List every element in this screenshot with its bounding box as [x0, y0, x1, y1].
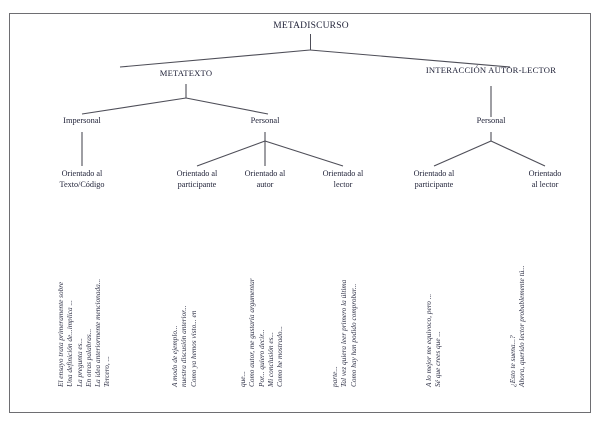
example-phrase: En otras palabras...	[83, 328, 93, 387]
examples-autor: que... Como autor, me gustaría argumenta…	[238, 217, 284, 387]
example-phrase: Por... quiero decir...	[256, 329, 266, 387]
node-impersonal: Impersonal	[63, 116, 101, 125]
examples-participante-1: A modo de ejemplo... nuestra discusión a…	[170, 217, 198, 387]
example-phrase: Como hay han podido comprobar...	[348, 283, 358, 387]
example-phrase: nuestra discusión anterior...	[179, 305, 189, 387]
node-personal-metatexto: Personal	[250, 116, 280, 125]
example-phrase: ¿Esto te suena...?	[508, 335, 517, 387]
examples-participante-2: A lo mejor me equivoco, pero ... Sé que …	[424, 217, 443, 387]
example-phrase: El ensayo trata primeramente sobre	[56, 281, 65, 387]
example-phrase: Como autor, me gustaría argumentar	[247, 278, 257, 387]
leaf-autor-line2: autor	[256, 179, 274, 189]
connector-root-stem	[310, 34, 311, 50]
example-phrase: parte...	[330, 366, 339, 387]
leaf-lector-2-line2: al lector	[531, 179, 559, 189]
leaf-texto-codigo: Orientado al Texto/Código	[45, 169, 119, 190]
example-phrase: A modo de ejemplo...	[170, 325, 179, 387]
leaf-texto-codigo-line2: Texto/Código	[59, 179, 105, 189]
leaf-participante-1-line1: Orientado al	[176, 169, 218, 178]
leaf-lector-1-line2: lector	[333, 179, 353, 189]
node-metatexto: METATEXTO	[159, 68, 213, 78]
leaf-autor: Orientado al autor	[228, 169, 302, 190]
example-phrase: Ahora, querido lector probablemente tú..…	[517, 265, 527, 387]
example-phrase: Tercero, ...	[102, 355, 112, 387]
node-personal-interaccion: Personal	[476, 116, 506, 125]
leaf-lector-1: Orientado al lector	[306, 169, 380, 190]
example-phrase: que...	[238, 370, 247, 387]
leaf-lector-2-line1: Orientado	[528, 169, 562, 178]
leaf-participante-1-line2: participante	[177, 179, 217, 189]
example-phrase: Como he mostrado...	[275, 325, 285, 387]
node-interaccion-autor-lector: INTERACCIÓN AUTOR-LECTOR	[425, 65, 557, 75]
leaf-texto-codigo-line1: Orientado al	[61, 169, 103, 178]
example-phrase: Mi conclusión es...	[265, 332, 275, 387]
example-phrase: La pregunta es...	[74, 338, 84, 387]
leaf-participante-2: Orientado al participante	[397, 169, 471, 190]
leaf-participante-2-line1: Orientado al	[413, 169, 455, 178]
leaf-autor-line1: Orientado al	[244, 169, 286, 178]
leaf-lector-1-line1: Orientado al	[322, 169, 364, 178]
example-phrase: Tal vez quiera leer primero la última	[339, 279, 349, 387]
diagram-frame: METADISCURSO METATEXTO INTERACCIÓN AUTOR…	[9, 13, 591, 413]
leaf-lector-2: Orientado al lector	[508, 169, 582, 190]
examples-lector-2: ¿Esto te suena...? Ahora, querido lector…	[508, 217, 527, 387]
example-phrase: A lo mejor me equivoco, pero ...	[424, 293, 433, 387]
examples-texto-codigo: El ensayo trata primeramente sobre Una d…	[56, 217, 112, 387]
example-phrase: Una definición de...implica ...	[65, 300, 75, 387]
examples-lector-1: parte... Tal vez quiera leer primero la …	[330, 217, 358, 387]
leaf-participante-2-line2: participante	[414, 179, 454, 189]
node-metadiscurso: METADISCURSO	[273, 21, 349, 31]
example-phrase: Como ya hemos visto... en	[188, 310, 198, 387]
leaf-participante-1: Orientado al participante	[160, 169, 234, 190]
example-phrase: Sé que crees que ...	[433, 331, 443, 387]
